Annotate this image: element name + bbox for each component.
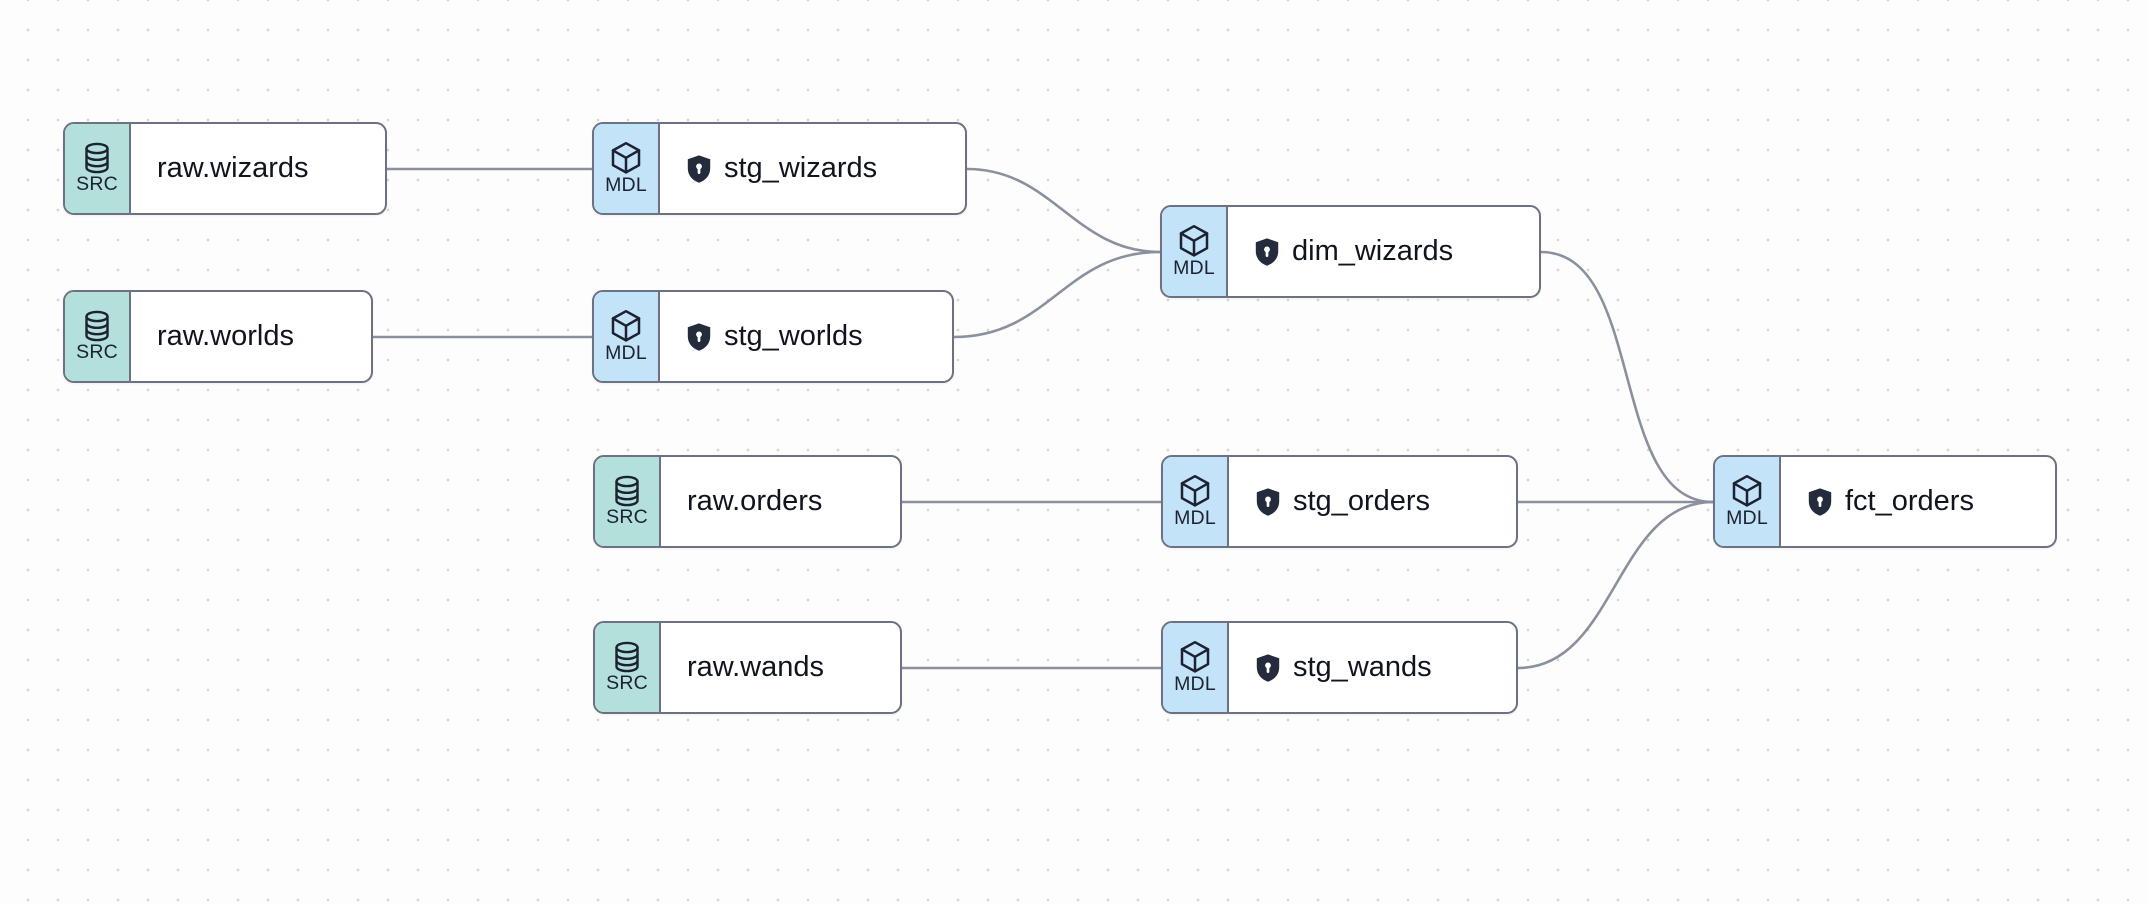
node-type-badge: MDL xyxy=(594,124,660,213)
node-stg_wands[interactable]: MDL stg_wands xyxy=(1161,621,1518,714)
database-icon xyxy=(612,641,642,673)
shield-lock-icon xyxy=(686,154,712,184)
shield-lock-icon xyxy=(1255,487,1281,517)
node-body: stg_wands xyxy=(1229,623,1516,712)
node-label: raw.wands xyxy=(687,651,825,683)
node-label: stg_wands xyxy=(1293,651,1432,683)
shield-lock-icon xyxy=(1254,237,1280,267)
node-body: raw.wands xyxy=(661,623,900,712)
database-icon xyxy=(82,142,112,174)
node-label: dim_wizards xyxy=(1292,235,1454,267)
node-label: raw.worlds xyxy=(157,320,294,352)
node-type-label: SRC xyxy=(606,672,648,695)
node-raw_wands[interactable]: SRC raw.wands xyxy=(593,621,902,714)
cube-icon xyxy=(1731,474,1763,508)
node-stg_worlds[interactable]: MDL stg_worlds xyxy=(592,290,954,383)
cube-icon xyxy=(610,309,642,343)
edge-dim-wizards-to-fct-orders xyxy=(1539,250,1715,504)
node-body: stg_wizards xyxy=(660,124,965,213)
node-type-label: MDL xyxy=(1174,673,1216,696)
node-type-badge: SRC xyxy=(595,623,661,712)
node-type-label: SRC xyxy=(606,506,648,529)
node-body: stg_worlds xyxy=(660,292,952,381)
node-type-badge: MDL xyxy=(1163,457,1229,546)
node-type-label: MDL xyxy=(1726,507,1768,530)
node-type-badge: SRC xyxy=(65,292,131,381)
node-body: dim_wizards xyxy=(1228,207,1539,296)
node-type-label: SRC xyxy=(76,173,118,196)
node-raw_wizards[interactable]: SRC raw.wizards xyxy=(63,122,387,215)
node-type-badge: MDL xyxy=(1163,623,1229,712)
node-fct_orders[interactable]: MDL fct_orders xyxy=(1713,455,2057,548)
node-type-label: SRC xyxy=(76,341,118,364)
node-raw_worlds[interactable]: SRC raw.worlds xyxy=(63,290,373,383)
cube-icon xyxy=(610,141,642,175)
node-body: raw.wizards xyxy=(131,124,385,213)
node-type-label: MDL xyxy=(605,342,647,365)
shield-lock-icon xyxy=(1255,653,1281,683)
cube-icon xyxy=(1178,224,1210,258)
node-body: raw.orders xyxy=(661,457,900,546)
cube-icon xyxy=(1179,640,1211,674)
node-type-label: MDL xyxy=(1173,257,1215,280)
edge-stg-wands-to-fct-orders xyxy=(1516,500,1715,670)
node-label: stg_wizards xyxy=(724,152,878,184)
node-body: raw.worlds xyxy=(131,292,371,381)
node-type-label: MDL xyxy=(605,174,647,197)
node-type-badge: MDL xyxy=(1715,457,1781,546)
node-body: stg_orders xyxy=(1229,457,1516,546)
node-label: raw.orders xyxy=(687,485,823,517)
node-raw_orders[interactable]: SRC raw.orders xyxy=(593,455,902,548)
node-stg_wizards[interactable]: MDL stg_wizards xyxy=(592,122,967,215)
node-type-badge: MDL xyxy=(594,292,660,381)
edge-stg-wizards-to-dim-wizards xyxy=(965,167,1162,254)
node-body: fct_orders xyxy=(1781,457,2055,546)
node-type-badge: MDL xyxy=(1162,207,1228,296)
node-label: fct_orders xyxy=(1845,485,1974,517)
database-icon xyxy=(82,310,112,342)
node-type-label: MDL xyxy=(1174,507,1216,530)
edge-stg-worlds-to-dim-wizards xyxy=(952,250,1162,339)
node-type-badge: SRC xyxy=(65,124,131,213)
node-type-badge: SRC xyxy=(595,457,661,546)
node-dim_wizards[interactable]: MDL dim_wizards xyxy=(1160,205,1541,298)
node-label: stg_orders xyxy=(1293,485,1431,517)
node-label: raw.wizards xyxy=(157,152,309,184)
cube-icon xyxy=(1179,474,1211,508)
database-icon xyxy=(612,475,642,507)
shield-lock-icon xyxy=(686,322,712,352)
shield-lock-icon xyxy=(1807,487,1833,517)
node-stg_orders[interactable]: MDL stg_orders xyxy=(1161,455,1518,548)
node-label: stg_worlds xyxy=(724,320,863,352)
